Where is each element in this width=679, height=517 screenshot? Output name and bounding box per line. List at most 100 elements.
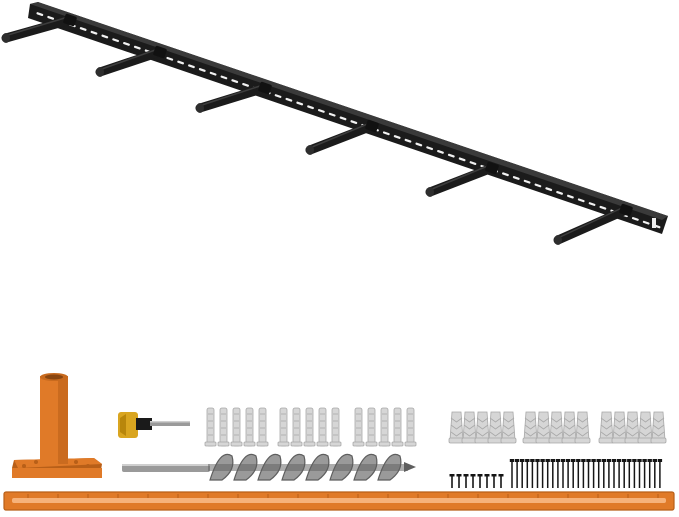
small-anchor-flange bbox=[277, 441, 290, 447]
large-anchor-fin bbox=[626, 431, 639, 437]
countersink-shank-highlight bbox=[150, 421, 190, 423]
bracket-slot bbox=[101, 34, 109, 39]
large-anchor-fin bbox=[550, 417, 563, 423]
bracket-rod-mount bbox=[153, 45, 167, 59]
drill-guide-block bbox=[12, 373, 102, 478]
large-anchor-fin bbox=[600, 431, 613, 437]
small-anchor-flange bbox=[230, 441, 243, 447]
long-screw-head bbox=[591, 459, 596, 462]
countersink-drill-bit bbox=[118, 412, 190, 438]
short-screw-head bbox=[470, 474, 476, 477]
bracket-rod-tip bbox=[2, 33, 10, 43]
bracket-slot bbox=[198, 68, 206, 72]
large-anchor-fin bbox=[563, 431, 576, 437]
large-anchor-fin bbox=[652, 417, 665, 423]
bracket-slot bbox=[317, 109, 325, 113]
long-screw-head bbox=[571, 459, 576, 462]
large-anchor-fin bbox=[524, 417, 537, 423]
template-channel bbox=[12, 498, 666, 503]
large-anchor-fin bbox=[563, 417, 576, 423]
bracket-slot bbox=[426, 146, 434, 151]
bracket-slot bbox=[79, 27, 87, 31]
long-screw-head bbox=[509, 459, 515, 462]
bracket-slot bbox=[350, 120, 358, 125]
bracket-rod bbox=[95, 47, 165, 77]
bracket-slot bbox=[296, 101, 304, 106]
short-screw-head bbox=[484, 474, 490, 477]
small-anchor-flange bbox=[256, 441, 269, 447]
short-screw-head bbox=[456, 474, 462, 477]
large-anchor-fin bbox=[502, 431, 515, 437]
bracket-slot bbox=[307, 105, 314, 110]
long-screws bbox=[509, 459, 663, 488]
auger-drill-bit bbox=[122, 453, 416, 481]
long-screw-head bbox=[576, 459, 581, 462]
bracket-rod-tip bbox=[306, 145, 314, 155]
bracket-rod bbox=[305, 121, 377, 155]
bracket-rod-highlight bbox=[431, 164, 491, 190]
long-screw-head bbox=[545, 459, 550, 462]
bracket-rod-tip bbox=[196, 103, 204, 113]
bracket-rod-mount bbox=[485, 161, 499, 175]
bracket-slot bbox=[631, 217, 639, 221]
long-screw-head bbox=[642, 459, 647, 462]
large-anchor-fin bbox=[476, 431, 489, 437]
large-anchor-fin bbox=[639, 424, 652, 430]
bracket-rod-tip bbox=[96, 67, 104, 77]
large-anchor-fin bbox=[639, 417, 652, 423]
small-anchor-flange bbox=[243, 441, 256, 447]
small-anchor-flange bbox=[329, 441, 342, 447]
bracket-slot bbox=[458, 157, 466, 162]
guide-base-hole bbox=[34, 460, 38, 464]
bracket-rod-highlight bbox=[201, 84, 264, 106]
large-anchor-fin bbox=[576, 431, 589, 437]
long-screw-head bbox=[647, 459, 652, 462]
long-screw-head bbox=[581, 459, 586, 462]
bracket-rod bbox=[425, 163, 497, 197]
bracket-slot bbox=[133, 45, 141, 50]
long-screw-head bbox=[596, 459, 601, 462]
bracket-slot bbox=[188, 64, 195, 69]
large-anchor-fin bbox=[550, 424, 563, 430]
small-anchor-flange bbox=[303, 441, 316, 447]
floating-shelf-bracket bbox=[1, 2, 668, 245]
bracket-slot bbox=[166, 56, 174, 61]
long-screw-head bbox=[637, 459, 642, 462]
bracket-rod-highlight bbox=[101, 48, 159, 70]
bracket-slot bbox=[556, 190, 563, 195]
bracket-rod-mount bbox=[619, 203, 633, 217]
long-screw-head bbox=[530, 459, 535, 462]
long-screw-head bbox=[565, 459, 571, 462]
small-anchor-flange bbox=[352, 441, 365, 447]
bracket-slot bbox=[382, 131, 390, 136]
long-screw-head bbox=[520, 459, 525, 462]
bracket-rod-mount bbox=[365, 119, 379, 133]
large-anchor-fin bbox=[502, 424, 515, 430]
bracket-slot bbox=[285, 97, 293, 102]
bracket-slot bbox=[90, 30, 98, 35]
guide-base-hole bbox=[86, 464, 90, 468]
bracket-top-face bbox=[30, 2, 668, 220]
large-anchor-fin bbox=[613, 417, 626, 423]
long-screw-head bbox=[540, 459, 545, 462]
bracket-rod-tip bbox=[426, 187, 434, 197]
long-screw-head bbox=[632, 459, 637, 462]
small-anchor-flange bbox=[365, 441, 378, 447]
guide-base-hole bbox=[22, 464, 26, 468]
large-anchor-fin bbox=[537, 424, 550, 430]
long-screw-head bbox=[611, 459, 617, 462]
bracket-rod bbox=[553, 205, 631, 245]
large-anchor-fin bbox=[450, 424, 463, 430]
long-screw-head bbox=[601, 459, 606, 462]
large-anchor-flange bbox=[500, 437, 517, 444]
bracket-slot bbox=[469, 161, 477, 165]
bracket-slot bbox=[177, 60, 185, 65]
short-screw-head bbox=[449, 474, 455, 477]
large-anchor-fin bbox=[489, 431, 502, 437]
bracket-slot bbox=[415, 142, 423, 147]
large-anchor-fin bbox=[463, 424, 476, 430]
large-anchor-fin bbox=[652, 424, 665, 430]
bracket-rod-mount bbox=[63, 13, 77, 27]
small-anchor-flange bbox=[290, 441, 303, 447]
long-screw-head bbox=[535, 459, 540, 462]
